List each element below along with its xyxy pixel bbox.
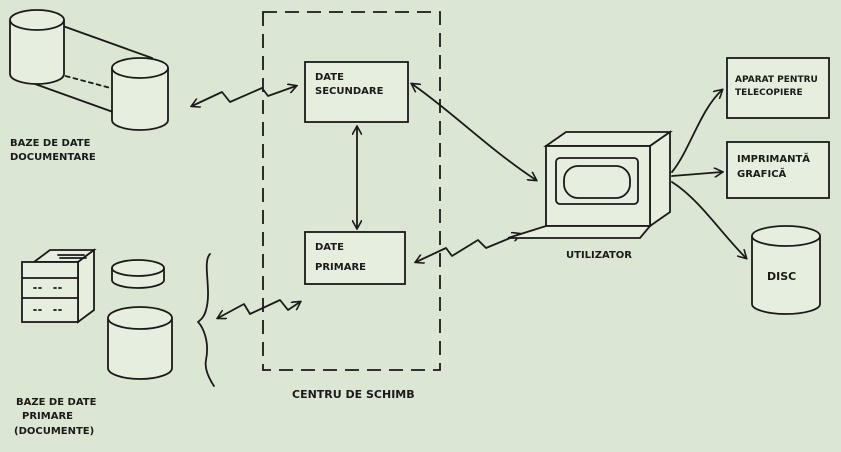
database-cylinder-1 xyxy=(9,9,65,85)
link-primary-db-primary-data xyxy=(218,299,300,318)
printer-label-line2: GRAFICĂ xyxy=(737,167,787,180)
exchange-center-boundary xyxy=(262,11,441,371)
primary-db-label-line2: PRIMARE xyxy=(22,411,73,422)
keyboard-icon xyxy=(507,225,652,239)
file-cabinet-icon xyxy=(21,248,97,324)
database-cylinder-3 xyxy=(107,306,173,380)
user-label: UTILIZATOR xyxy=(566,250,632,261)
secondary-data-box: DATE SECUNDARE xyxy=(304,61,409,123)
primary-data-box: DATE PRIMARE xyxy=(304,231,406,285)
graphic-printer: IMPRIMANTĂ GRAFICĂ xyxy=(726,141,830,199)
secondary-data-label-line2: SECUNDARE xyxy=(315,86,384,97)
printer-label-line1: IMPRIMANTĂ xyxy=(737,152,810,165)
database-cylinder-2 xyxy=(111,57,169,131)
disc-storage: DISC xyxy=(751,225,821,315)
primary-db-label-line3: (DOCUMENTE) xyxy=(14,426,94,437)
telecopy-label-line1: APARAT PENTRU xyxy=(735,75,818,85)
primary-data-label-line2: PRIMARE xyxy=(315,262,366,273)
primary-databases: BAZE DE DATE PRIMARE (DOCUMENTE) xyxy=(14,248,215,437)
user-terminal: UTILIZATOR xyxy=(507,130,673,261)
cylinder-link-dashed xyxy=(57,73,119,91)
documentary-db-label-line2: DOCUMENTARE xyxy=(10,152,96,163)
documentary-databases: BAZE DE DATE DOCUMENTARE xyxy=(9,9,169,163)
documentary-db-label-line1: BAZE DE DATE xyxy=(10,138,91,149)
link-documentary-secondary xyxy=(192,86,296,106)
telecopy-label-line2: TELECOPIERE xyxy=(735,88,803,98)
primary-db-label-line1: BAZE DE DATE xyxy=(16,397,97,408)
link-user-disc xyxy=(671,181,746,258)
link-user-telecopy xyxy=(671,90,722,173)
group-brace xyxy=(197,253,215,387)
secondary-data-label-line1: DATE xyxy=(315,72,344,83)
link-primary-data-user xyxy=(416,234,520,262)
primary-data-label-line1: DATE xyxy=(315,242,344,253)
disc-label: DISC xyxy=(767,270,796,283)
disk-pack-icon xyxy=(111,259,165,289)
link-secondary-data-user xyxy=(412,84,536,180)
telecopy-device: APARAT PENTRU TELECOPIERE xyxy=(726,57,830,119)
link-user-printer xyxy=(671,172,722,176)
exchange-center: CENTRU DE SCHIMB DATE SECUNDARE DATE PRI… xyxy=(262,11,441,401)
exchange-center-label: CENTRU DE SCHIMB xyxy=(292,388,415,401)
